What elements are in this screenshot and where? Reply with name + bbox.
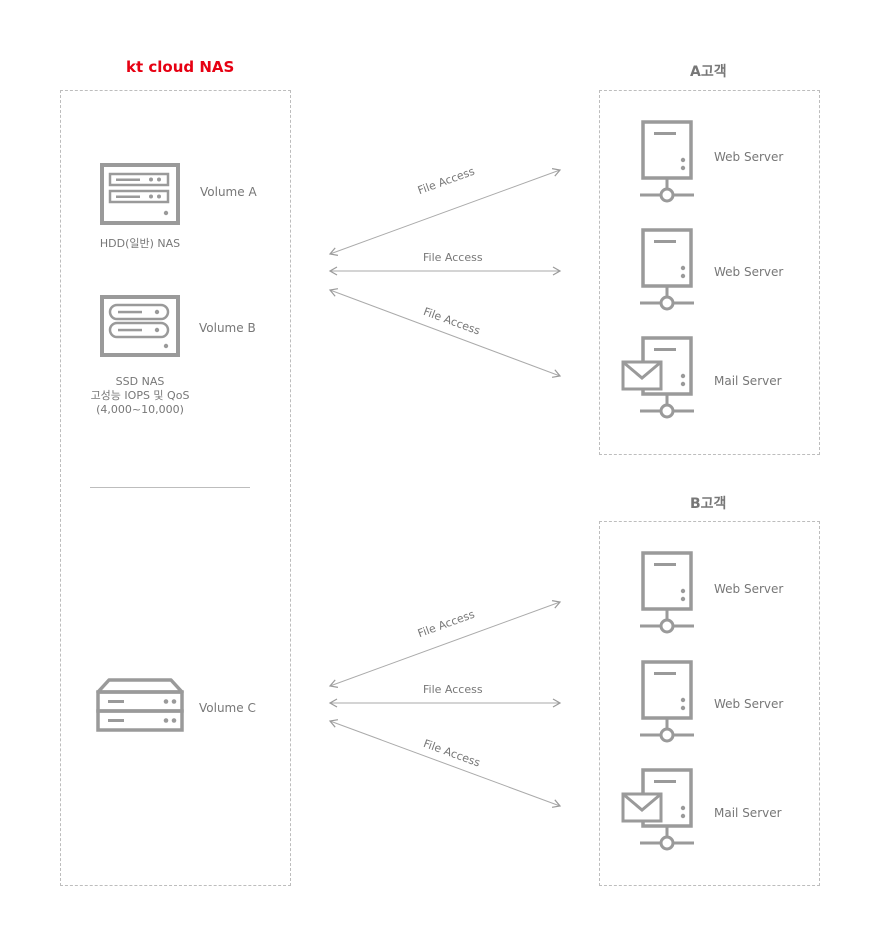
volume-b-label: Volume B (199, 321, 256, 335)
link-a-1 (328, 168, 562, 256)
server-a-2-label: Web Server (714, 265, 784, 279)
link-b-2-label: File Access (423, 683, 483, 696)
mail-server-icon (621, 768, 694, 851)
nas-panel (60, 90, 291, 886)
customer-a-panel (599, 90, 820, 455)
server-a-3-label: Mail Server (714, 374, 782, 388)
hdd-nas-icon (100, 163, 180, 225)
nas-title: kt cloud NAS (126, 58, 235, 76)
customer-b-title: B고객 (690, 496, 727, 512)
ssd-nas-label-3: (4,000~10,000) (96, 403, 184, 416)
storage-icon (96, 678, 184, 732)
hdd-nas-label: HDD(일반) NAS (99, 237, 181, 250)
server-b-3-label: Mail Server (714, 806, 782, 820)
server-b-2-label: Web Server (714, 697, 784, 711)
mail-server-icon (621, 336, 694, 419)
web-server-icon (640, 120, 694, 203)
customer-a-title: A고객 (690, 64, 727, 80)
web-server-icon (640, 660, 694, 743)
link-b-3 (328, 719, 562, 808)
ssd-nas-icon (100, 295, 180, 357)
volume-a-label: Volume A (200, 185, 257, 199)
volume-c-label: Volume C (199, 701, 256, 715)
web-server-icon (640, 228, 694, 311)
link-a-2-label: File Access (423, 251, 483, 264)
server-a-1-label: Web Server (714, 150, 784, 164)
web-server-icon (640, 551, 694, 634)
customer-b-panel (599, 521, 820, 886)
link-b-1 (328, 600, 562, 688)
ssd-nas-label-1: SSD NAS (115, 375, 165, 388)
server-b-1-label: Web Server (714, 582, 784, 596)
link-a-3 (328, 288, 562, 378)
nas-divider (90, 487, 250, 488)
ssd-nas-label-2: 고성능 IOPS 및 QoS (90, 389, 190, 402)
